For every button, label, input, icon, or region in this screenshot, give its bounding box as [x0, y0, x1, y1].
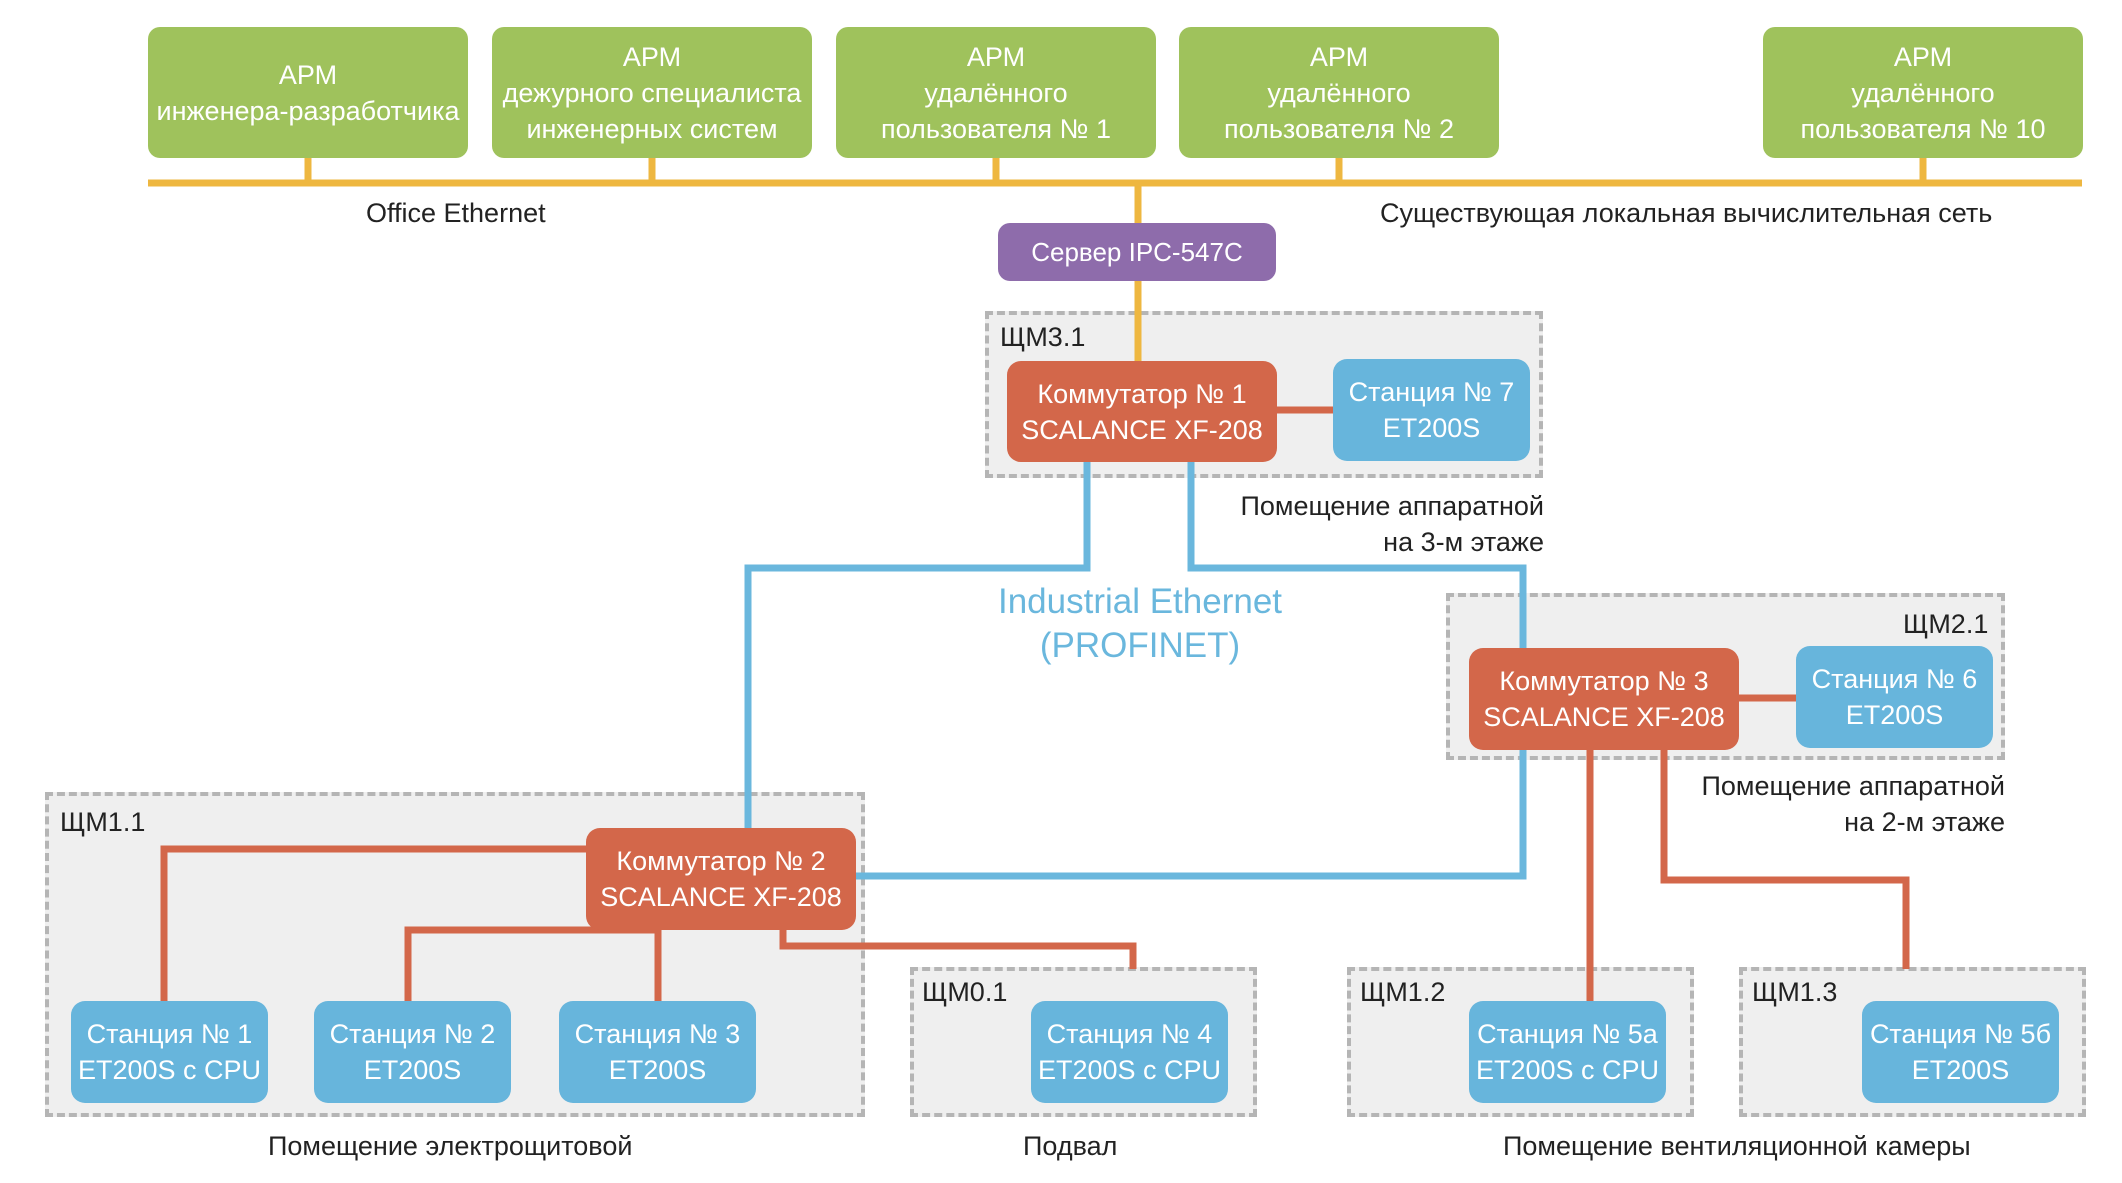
ws3-line3: пользователя № 1 — [881, 113, 1111, 144]
station-1[interactable]: Станция № 1 ET200S с CPU — [71, 1001, 268, 1103]
ring-switch1-switch2 — [744, 462, 1091, 828]
lan-caption: Существующая локальная вычислительная се… — [1380, 198, 1993, 228]
ws3-line1: АРМ — [966, 41, 1026, 72]
station7-line2: ET200S — [1382, 413, 1481, 443]
zone-label-shm21: ЩМ2.1 — [1903, 609, 1989, 639]
switch2-line2: SCALANCE XF-208 — [600, 882, 842, 912]
switch1-line1: Коммутатор № 1 — [1037, 378, 1247, 409]
ws4-line2: удалённого — [1267, 77, 1411, 108]
room2-line2: на 2-м этаже — [1844, 807, 2005, 837]
station-3[interactable]: Станция № 3 ET200S — [559, 1001, 756, 1103]
room-caption-ventilation: Помещение вентиляционной камеры — [1503, 1131, 1971, 1161]
station-2[interactable]: Станция № 2 ET200S — [314, 1001, 511, 1103]
ws5-line1: АРМ — [1893, 41, 1953, 72]
station2-line2: ET200S — [363, 1055, 462, 1085]
station-5a[interactable]: Станция № 5а ET200S с CPU — [1469, 1001, 1666, 1103]
ws5-line3: пользователя № 10 — [1800, 113, 2046, 144]
switch3-line1: Коммутатор № 3 — [1499, 666, 1709, 696]
switch2-station2 — [404, 926, 658, 1001]
station6-line1: Станция № 6 — [1811, 664, 1978, 694]
workstation-remote-user-10[interactable]: АРМ удалённого пользователя № 10 — [1763, 27, 2083, 158]
station5a-line1: Станция № 5а — [1477, 1019, 1658, 1049]
room-caption-electrical: Помещение электрощитовой — [268, 1131, 633, 1161]
industrial-ethernet-label: Industrial Ethernet (PROFINET) — [940, 580, 1340, 668]
industrial-ethernet-line1: Industrial Ethernet — [997, 582, 1283, 621]
station4-line2: ET200S с CPU — [1037, 1055, 1222, 1085]
ring-switch1-switch3 — [1187, 462, 1527, 648]
zone-label-shm11: ЩМ1.1 — [60, 807, 146, 837]
server-label: Сервер IPC-547C — [1031, 237, 1243, 267]
switch-2[interactable]: Коммутатор № 2 SCALANCE XF-208 — [586, 828, 856, 930]
station3-line2: ET200S — [608, 1055, 707, 1085]
station3-line1: Станция № 3 — [574, 1019, 741, 1049]
zone-label-shm01: ЩМ0.1 — [922, 977, 1008, 1007]
station5b-line1: Станция № 5б — [1869, 1019, 2052, 1049]
switch3-line2: SCALANCE XF-208 — [1483, 702, 1725, 732]
office-ethernet-lines — [148, 158, 2082, 363]
ws2-line2: дежурного специалиста — [502, 77, 802, 108]
workstation-engineer[interactable]: АРМ инженера-разработчика — [148, 27, 468, 158]
switch2-station1 — [160, 845, 586, 1001]
industrial-ethernet-lines — [744, 462, 1527, 880]
workstation-remote-user-2[interactable]: АРМ удалённого пользователя № 2 — [1179, 27, 1499, 158]
ws1-line1: АРМ — [278, 59, 338, 90]
ws2-line3: инженерных систем — [526, 113, 778, 144]
industrial-ethernet-line2: (PROFINET) — [1039, 626, 1241, 665]
station6-line2: ET200S — [1845, 700, 1944, 730]
field-lines — [160, 406, 1910, 1001]
switch-3[interactable]: Коммутатор № 3 SCALANCE XF-208 — [1469, 648, 1739, 750]
station5a-line2: ET200S с CPU — [1475, 1055, 1660, 1085]
zone-label-shm31: ЩМ3.1 — [1000, 322, 1086, 352]
room1-line2: на 3-м этаже — [1383, 527, 1544, 557]
switch1-line2: SCALANCE XF-208 — [1021, 414, 1263, 445]
station-4[interactable]: Станция № 4 ET200S с CPU — [1031, 1001, 1228, 1103]
station-7[interactable]: Станция № 7 ET200S — [1333, 359, 1530, 461]
switch2-line1: Коммутатор № 2 — [616, 846, 826, 876]
room2-line1: Помещение аппаратной — [1701, 771, 2005, 801]
station4-line1: Станция № 4 — [1046, 1019, 1213, 1049]
ws4-line1: АРМ — [1309, 41, 1369, 72]
station7-line1: Станция № 7 — [1348, 377, 1515, 407]
station5b-line2: ET200S — [1911, 1055, 2010, 1085]
station1-line1: Станция № 1 — [86, 1019, 253, 1049]
ws1-line2: инженера-разработчика — [156, 95, 460, 126]
ws3-line2: удалённого — [924, 77, 1068, 108]
room-caption-3rd-floor: Помещение аппаратной на 3-м этаже — [1140, 488, 1544, 560]
ring-switch3-switch2 — [856, 742, 1527, 880]
room1-line1: Помещение аппаратной — [1240, 491, 1544, 521]
station-6[interactable]: Станция № 6 ET200S — [1796, 646, 1993, 748]
ws2-line1: АРМ — [622, 41, 682, 72]
switch-1[interactable]: Коммутатор № 1 SCALANCE XF-208 — [1007, 361, 1277, 462]
workstation-duty-specialist[interactable]: АРМ дежурного специалиста инженерных сис… — [492, 27, 812, 158]
station-5b[interactable]: Станция № 5б ET200S — [1862, 1001, 2059, 1103]
room-caption-basement: Подвал — [1023, 1131, 1118, 1161]
office-ethernet-label: Office Ethernet — [366, 198, 546, 228]
zone-label-shm12: ЩМ1.2 — [1360, 977, 1446, 1007]
station1-line2: ET200S с CPU — [77, 1055, 262, 1085]
station2-line1: Станция № 2 — [329, 1019, 496, 1049]
ws5-line2: удалённого — [1851, 77, 1995, 108]
zone-label-shm13: ЩМ1.3 — [1752, 977, 1838, 1007]
room-caption-2nd-floor: Помещение аппаратной на 2-м этаже — [1600, 768, 2005, 840]
switch2-station4 — [779, 930, 1137, 969]
workstation-remote-user-1[interactable]: АРМ удалённого пользователя № 1 — [836, 27, 1156, 158]
switch3-station5b — [1660, 750, 1910, 969]
ws4-line3: пользователя № 2 — [1224, 113, 1454, 144]
server-ipc-547c[interactable]: Сервер IPC-547C — [998, 223, 1276, 281]
